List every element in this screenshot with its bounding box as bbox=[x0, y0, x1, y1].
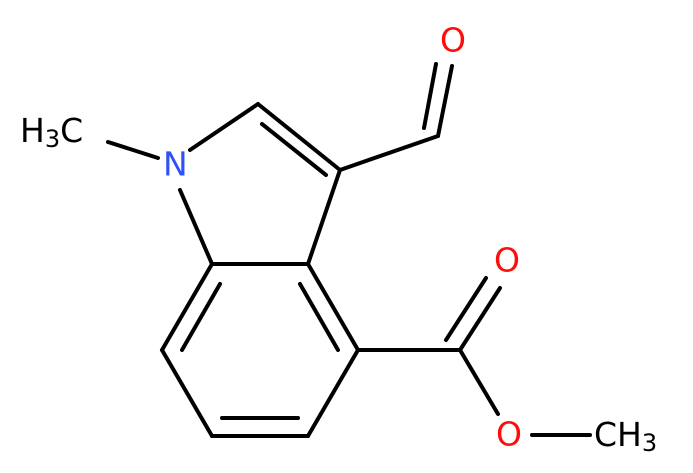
bond-c3-cho bbox=[338, 134, 440, 172]
bond-c2-c3 bbox=[256, 102, 342, 172]
bond-ester-o bbox=[458, 348, 500, 416]
bond-c7a-n bbox=[178, 188, 214, 266]
bond-c4-c5 bbox=[306, 348, 360, 438]
bond-n-c2 bbox=[188, 102, 260, 152]
nitrogen-label: N bbox=[163, 145, 188, 184]
bond-c7-c7a-inner bbox=[180, 282, 222, 352]
bond-c3a-c4-inner bbox=[298, 282, 340, 352]
bond-c3-c3a bbox=[306, 168, 342, 266]
bond-n-methyl bbox=[106, 140, 160, 160]
methyl-o-subscript: 3 bbox=[642, 429, 657, 457]
bond-c3a-c4 bbox=[306, 262, 360, 352]
carbonyl-oxygen-label: O bbox=[494, 241, 520, 280]
bond-ester-co-inner bbox=[444, 276, 488, 342]
ester-oxygen-label: O bbox=[496, 415, 522, 454]
bond-ester-co bbox=[458, 286, 502, 352]
methyl-n-subscript: 3 bbox=[45, 125, 60, 153]
methyl-n-c: C bbox=[60, 111, 83, 150]
aldehyde-oxygen-label: O bbox=[440, 21, 466, 60]
bond-c2-c3-inner bbox=[260, 122, 328, 177]
methyl-o-ch: CH bbox=[594, 415, 642, 454]
methyl-n-label: H3C bbox=[20, 111, 83, 154]
bond-group bbox=[106, 62, 592, 438]
atom-labels: H3C N O O O CH3 bbox=[20, 21, 657, 458]
bond-c7-c7a bbox=[160, 262, 214, 352]
methyl-o-label: CH3 bbox=[594, 415, 657, 458]
bond-cho-o bbox=[436, 64, 454, 138]
bond-cho-o-inner bbox=[422, 62, 438, 130]
bond-c6-c7 bbox=[160, 348, 214, 438]
methyl-n-h: H bbox=[20, 111, 45, 150]
